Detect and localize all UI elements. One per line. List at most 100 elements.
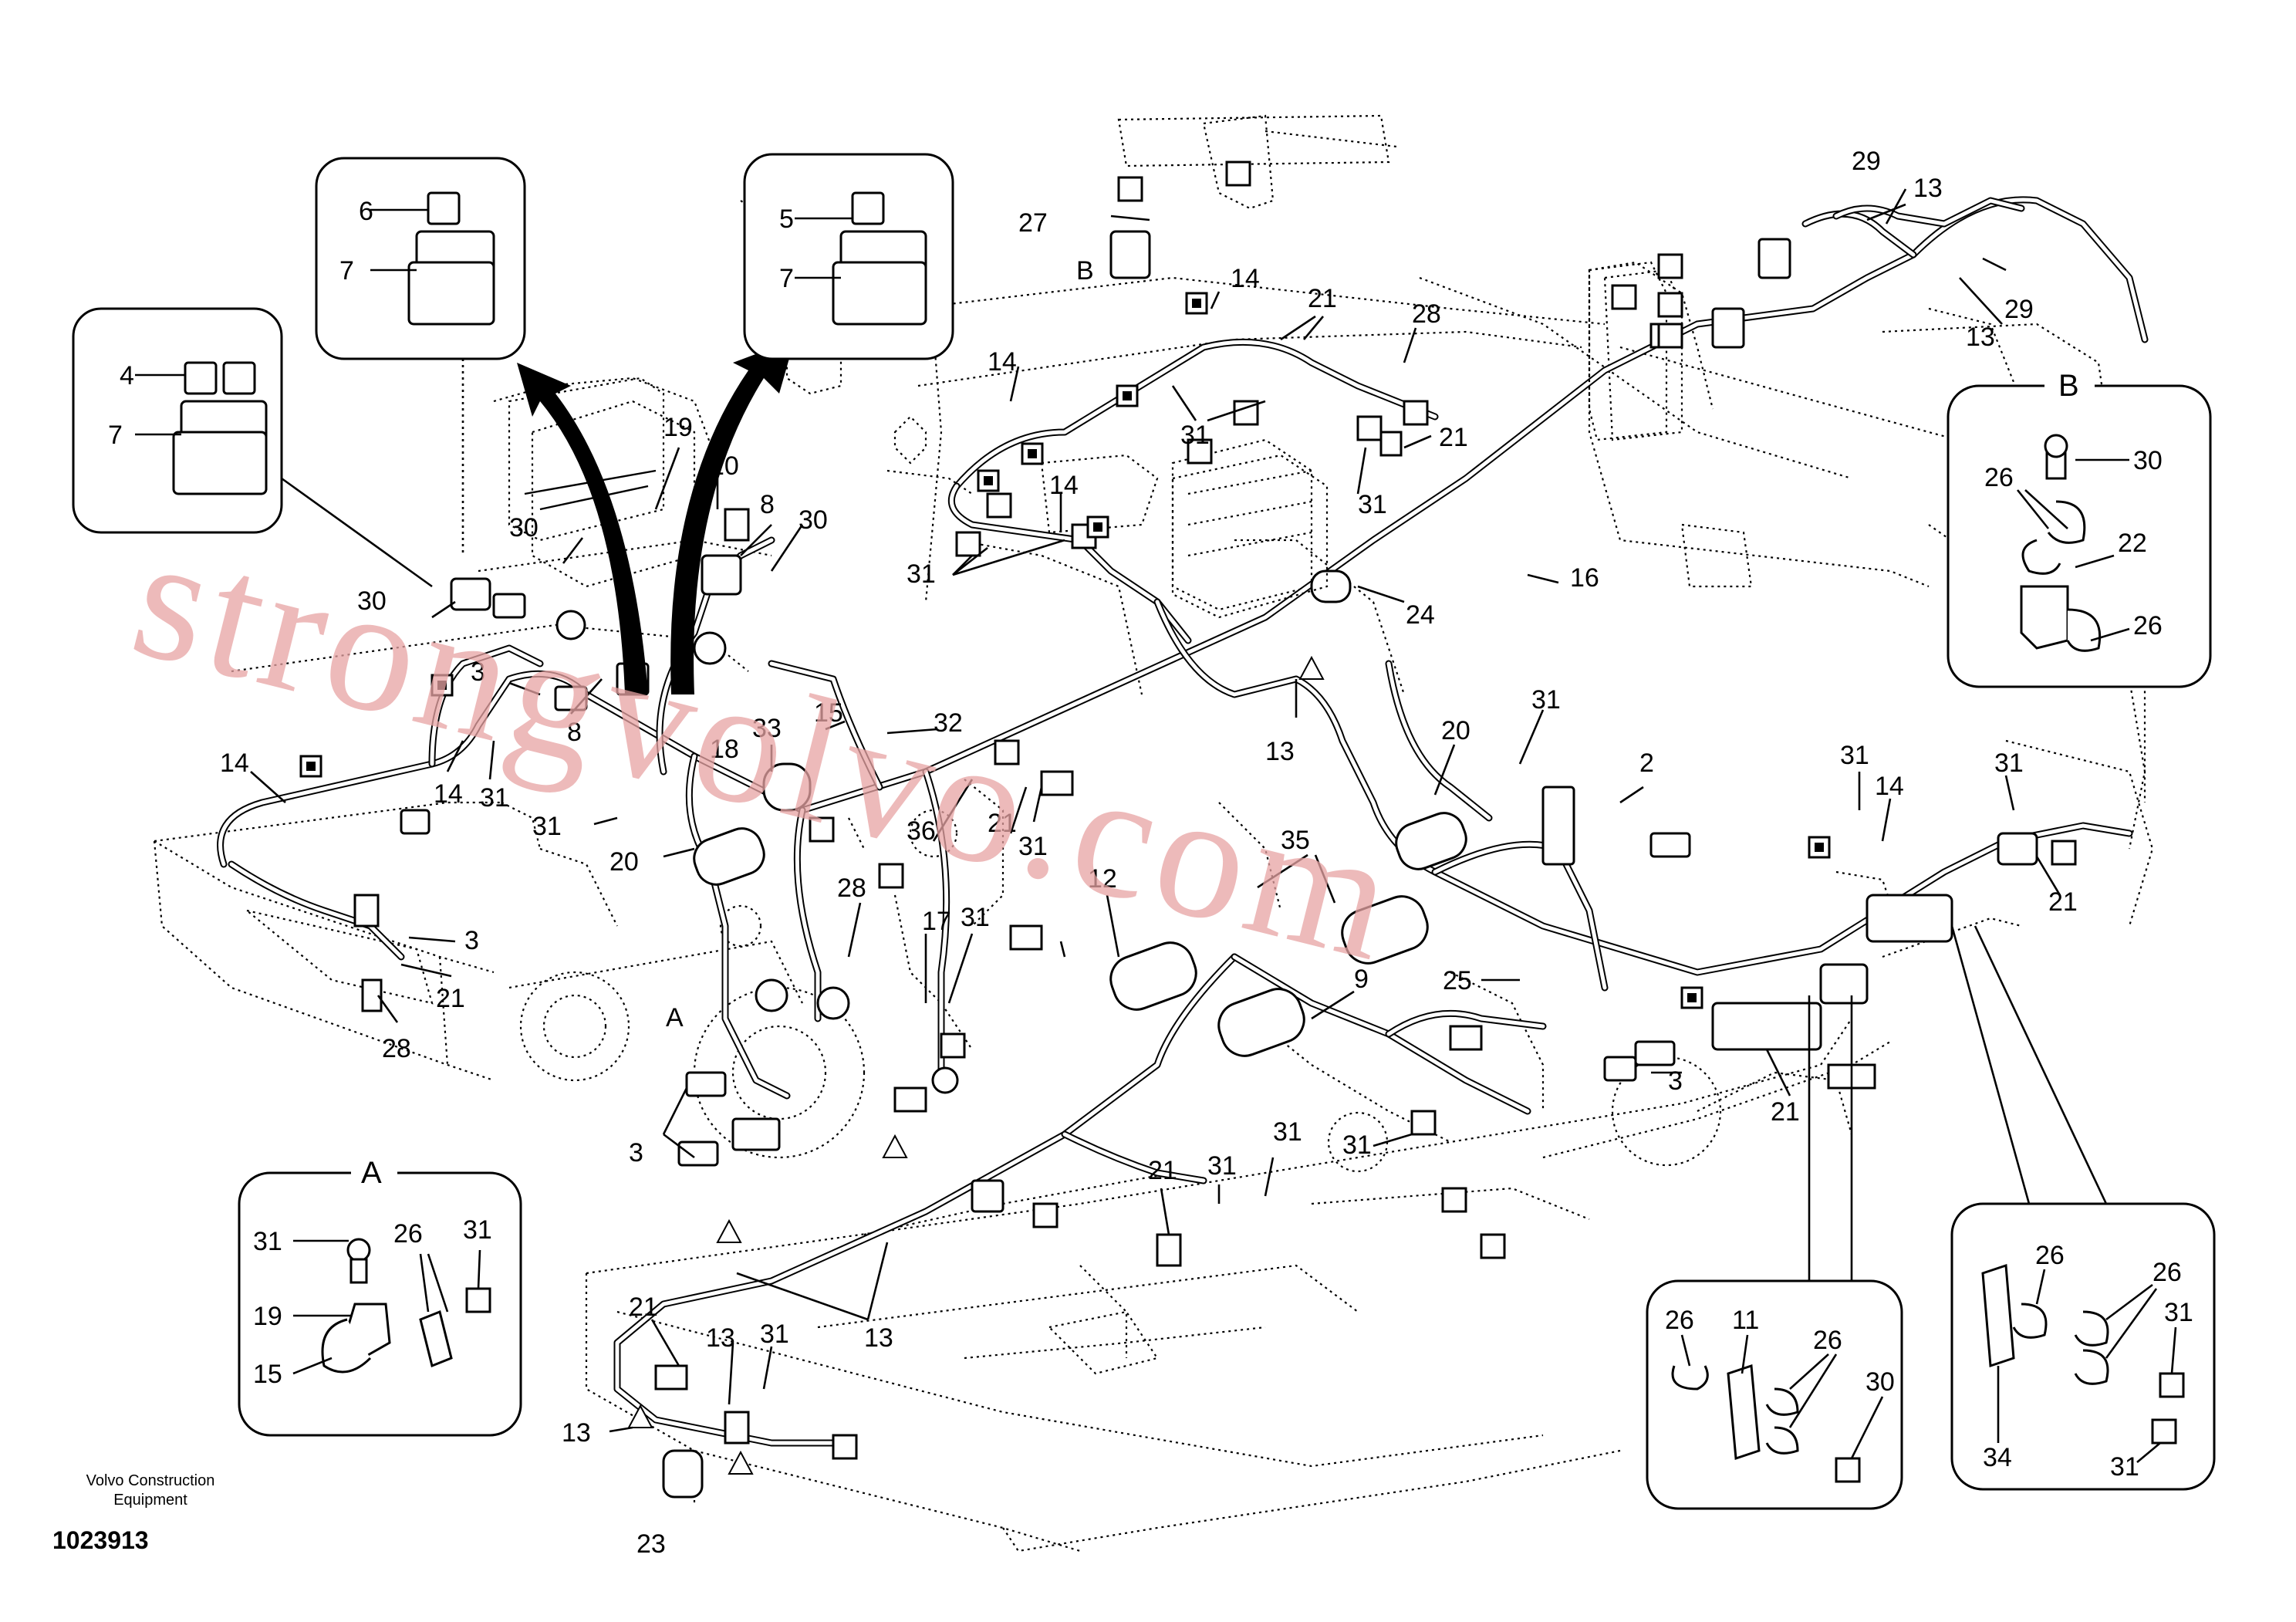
callout-b <box>1947 377 2212 688</box>
label-31: 31 <box>1018 832 1048 861</box>
label-23: 23 <box>636 1529 666 1559</box>
label-27: 27 <box>1018 208 1048 238</box>
label-30: 30 <box>509 513 539 542</box>
leader-lines <box>250 188 2061 1433</box>
label-21: 21 <box>629 1293 658 1322</box>
callout-relay-5-7 <box>743 153 954 360</box>
callout-a-title: A <box>361 1156 382 1190</box>
label-33: 33 <box>752 714 782 743</box>
callout-b-label-22: 22 <box>2118 529 2147 558</box>
callout-b-label-26: 26 <box>1984 463 2014 492</box>
callout-d-label-31: 31 <box>2110 1452 2139 1482</box>
callout-c-label-26: 26 <box>1813 1326 1842 1355</box>
label-14: 14 <box>220 748 249 778</box>
control-valve-block <box>1171 454 1329 619</box>
label-3: 3 <box>464 926 479 955</box>
label-b: B <box>1076 256 1094 286</box>
callout-a <box>238 1164 522 1437</box>
label-29: 29 <box>1852 147 1881 176</box>
label-14: 14 <box>1049 471 1079 500</box>
callout-a-label-31: 31 <box>253 1227 282 1256</box>
callout-a-label-19: 19 <box>253 1302 282 1331</box>
label-31: 31 <box>1531 685 1561 715</box>
callout-c <box>1646 995 1903 1510</box>
label-8: 8 <box>760 490 775 519</box>
clips-and-bolts <box>353 161 2077 1499</box>
label-14: 14 <box>1875 772 1904 801</box>
label-3: 3 <box>629 1138 643 1168</box>
label-30: 30 <box>799 505 828 535</box>
label-16: 16 <box>1570 563 1599 593</box>
label-7: 7 <box>339 256 354 286</box>
part-labels: 6 7 5 7 4 7 27 29 13 29 13 14 21 28 14 3… <box>108 147 2078 1559</box>
label-10: 10 <box>710 451 739 481</box>
label-13: 13 <box>706 1323 735 1353</box>
label-28: 28 <box>1412 299 1441 329</box>
callout-d-label-26: 26 <box>2152 1258 2182 1287</box>
label-31: 31 <box>1273 1117 1302 1147</box>
warning-triangles <box>627 655 1325 1475</box>
label-31: 31 <box>480 783 509 813</box>
callout-c-label-30: 30 <box>1866 1367 1895 1397</box>
label-28: 28 <box>382 1034 411 1063</box>
watermark: strongvolvo.com <box>116 496 1416 999</box>
callout-d-label-34: 34 <box>1983 1443 2012 1472</box>
label-31: 31 <box>760 1320 789 1349</box>
label-15: 15 <box>814 698 843 728</box>
label-12: 12 <box>1088 864 1117 894</box>
callout-relay-6-7 <box>315 157 526 556</box>
label-17: 17 <box>922 907 951 936</box>
clamp-loops <box>555 569 1467 1094</box>
label-31: 31 <box>961 903 990 932</box>
callout-c-label-26: 26 <box>1665 1306 1694 1335</box>
label-4: 4 <box>120 361 134 390</box>
label-13: 13 <box>1913 174 1943 203</box>
square-markers <box>299 292 1831 1009</box>
label-14: 14 <box>1231 264 1260 293</box>
label-20: 20 <box>609 847 639 877</box>
maker-line-2: Equipment <box>113 1492 187 1509</box>
callout-a-label-26: 26 <box>393 1219 423 1249</box>
label-9: 9 <box>1354 965 1369 994</box>
label-14: 14 <box>434 779 463 809</box>
label-21: 21 <box>1148 1156 1177 1185</box>
label-25: 25 <box>1443 966 1472 995</box>
label-31: 31 <box>907 559 936 589</box>
label-21: 21 <box>1308 284 1337 313</box>
label-32: 32 <box>934 708 963 738</box>
label-13: 13 <box>1966 323 1995 352</box>
label-28: 28 <box>837 874 866 903</box>
label-13: 13 <box>1265 737 1295 766</box>
callout-b-label-26: 26 <box>2133 611 2163 640</box>
label-14: 14 <box>988 347 1017 377</box>
callout-a-label-15: 15 <box>253 1360 282 1389</box>
label-29: 29 <box>2004 295 2034 324</box>
label-13: 13 <box>864 1323 893 1353</box>
callout-c-label-11: 11 <box>1732 1306 1759 1335</box>
label-31: 31 <box>1342 1130 1372 1160</box>
callout-relay-4-7 <box>72 307 433 588</box>
label-30: 30 <box>357 586 387 616</box>
rear-box <box>1588 253 1683 441</box>
label-3: 3 <box>471 657 485 687</box>
label-24: 24 <box>1406 600 1435 630</box>
arrows <box>517 340 795 694</box>
label-21: 21 <box>1771 1097 1800 1127</box>
label-2: 2 <box>1639 748 1654 778</box>
callout-b-title: B <box>2058 369 2079 403</box>
label-7: 7 <box>779 264 794 293</box>
label-31: 31 <box>1180 421 1210 450</box>
label-35: 35 <box>1281 826 1310 855</box>
callout-d <box>1950 925 2216 1491</box>
label-a: A <box>666 1003 684 1032</box>
label-21: 21 <box>2048 887 2078 917</box>
label-3: 3 <box>1668 1066 1683 1096</box>
label-7: 7 <box>108 421 123 450</box>
label-31: 31 <box>1840 741 1869 770</box>
callout-b-label-30: 30 <box>2133 446 2163 475</box>
label-18: 18 <box>710 735 739 764</box>
label-13: 13 <box>562 1418 591 1448</box>
label-6: 6 <box>359 197 373 226</box>
